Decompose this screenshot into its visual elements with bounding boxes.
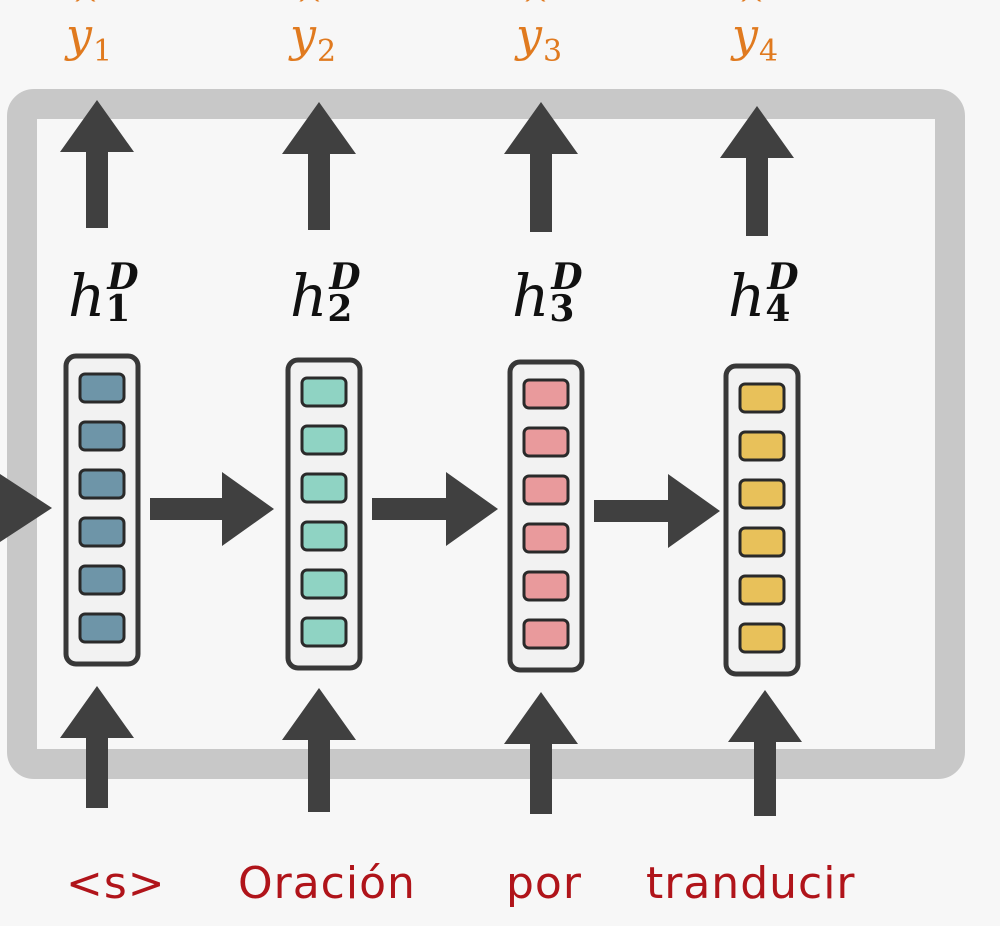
decoder-frame — [7, 89, 965, 779]
hidden-superscript: D — [767, 256, 799, 298]
input-arrow — [60, 686, 134, 808]
input-arrow — [282, 688, 356, 812]
vector-cell — [78, 372, 126, 404]
hidden-superscript: D — [329, 256, 361, 298]
output-label-3: y3 — [516, 0, 563, 69]
input-word-4: tranducir — [646, 858, 856, 909]
output-arrow — [720, 106, 794, 236]
vector-cells — [522, 378, 570, 650]
output-label-4: y4 — [732, 0, 779, 69]
incoming-state-arrow — [0, 474, 52, 542]
input-word-2: Oración — [238, 858, 416, 909]
vector-cell — [522, 570, 570, 602]
recurrent-arrow — [150, 472, 274, 546]
vector-cell — [300, 616, 348, 648]
column-3 — [504, 102, 720, 814]
vector-cells — [738, 382, 786, 654]
vector-cell — [78, 468, 126, 500]
vector-cell — [522, 522, 570, 554]
column-2 — [282, 102, 498, 812]
input-arrow — [728, 690, 802, 816]
output-subscript: 2 — [317, 34, 337, 69]
output-arrow — [60, 100, 134, 228]
input-arrow — [504, 692, 578, 814]
vector-cell — [522, 474, 570, 506]
vector-cell — [522, 426, 570, 458]
output-subscript: 1 — [93, 34, 113, 69]
hidden-symbol: h — [68, 262, 106, 330]
vector-cell — [738, 478, 786, 510]
vector-cell — [78, 564, 126, 596]
vector-cell — [300, 472, 348, 504]
vector-cell — [738, 574, 786, 606]
vector-cell — [300, 424, 348, 456]
recurrent-arrow — [594, 474, 720, 548]
vector-cell — [78, 612, 126, 644]
vector-cell — [738, 622, 786, 654]
hidden-superscript: D — [107, 256, 139, 298]
hidden-subscript: 4 — [765, 288, 791, 330]
output-symbol: y — [732, 0, 765, 62]
output-symbol: y — [290, 0, 323, 62]
hidden-subscript: 1 — [105, 288, 131, 330]
vector-cell — [522, 378, 570, 410]
column-4 — [720, 106, 802, 816]
output-label-1: y1 — [66, 0, 113, 69]
vector-cells — [78, 372, 126, 644]
recurrent-arrow — [372, 472, 498, 546]
input-word-3: por — [506, 858, 582, 909]
output-label-2: y2 — [290, 0, 337, 69]
vector-cells — [300, 376, 348, 648]
output-symbol: y — [66, 0, 99, 62]
output-arrow — [504, 102, 578, 232]
vector-cell — [78, 420, 126, 452]
vector-cell — [300, 376, 348, 408]
hidden-symbol: h — [728, 262, 766, 330]
output-arrow — [282, 102, 356, 230]
vector-cell — [738, 382, 786, 414]
output-subscript: 4 — [759, 34, 779, 69]
vector-cell — [738, 526, 786, 558]
hidden-superscript: D — [551, 256, 583, 298]
column-1 — [60, 100, 274, 808]
hidden-symbol: h — [512, 262, 550, 330]
input-word-1: <s> — [66, 858, 166, 909]
vector-cell — [300, 568, 348, 600]
vector-cell — [78, 516, 126, 548]
hidden-symbol: h — [290, 262, 328, 330]
output-subscript: 3 — [543, 34, 563, 69]
hidden-subscript: 3 — [549, 288, 575, 330]
hidden-subscript: 2 — [327, 288, 353, 330]
output-symbol: y — [516, 0, 549, 62]
vector-cell — [738, 430, 786, 462]
vector-cell — [300, 520, 348, 552]
vector-cell — [522, 618, 570, 650]
